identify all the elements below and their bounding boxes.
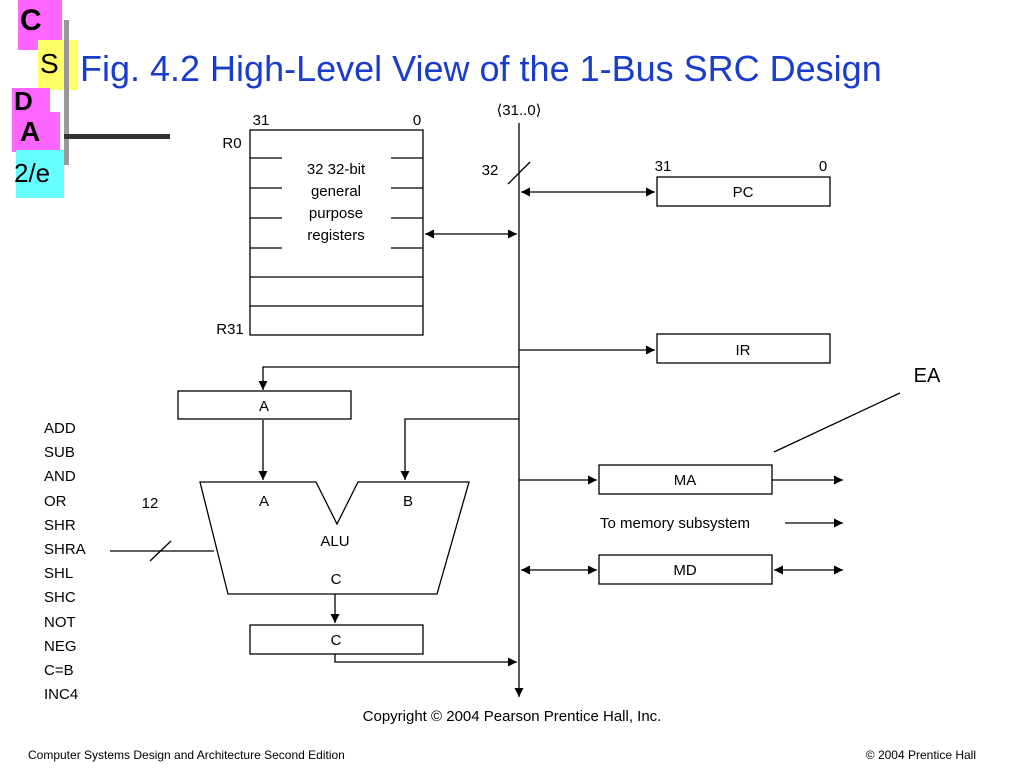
- a-register-box: [177, 390, 352, 420]
- logo-letter-s: S: [40, 48, 59, 79]
- register-file-box: [249, 129, 424, 336]
- pc-lsb-label: 0: [819, 158, 827, 175]
- alu-shape: [199, 481, 470, 595]
- a-register-label: A: [259, 398, 269, 415]
- memory-subsystem-label: To memory subsystem: [600, 515, 750, 532]
- bus-width-slash: [507, 161, 531, 185]
- alu-op: SHR: [44, 516, 76, 534]
- pc-register-box: [656, 176, 831, 207]
- alu-op: C=B: [44, 662, 74, 680]
- alu-op: SUB: [44, 444, 75, 462]
- copyright-label: Copyright © 2004 Pearson Prentice Hall, …: [363, 708, 662, 725]
- ea-label: EA: [914, 365, 941, 387]
- bus-label: ⟨31..0⟩: [496, 102, 541, 119]
- alu-operations-list: ADD SUB AND OR SHR SHRA SHL SHC NOT NEG …: [44, 417, 86, 707]
- regfile-text-line: purpose: [309, 205, 363, 222]
- alu-op: INC4: [44, 686, 79, 704]
- regfile-text-line: registers: [307, 227, 365, 244]
- alu-op: NOT: [44, 613, 76, 631]
- logo-block-a: [12, 112, 60, 152]
- alu-op: OR: [44, 492, 67, 510]
- alu-op: SHRA: [44, 541, 86, 559]
- ir-register-box: [656, 333, 831, 364]
- logo-block-s: [38, 40, 78, 90]
- control-width-slash: [149, 540, 172, 562]
- alu-output-c-label: C: [331, 571, 342, 588]
- logo-horizontal-bar: [64, 134, 170, 139]
- c-register-label: C: [331, 632, 342, 649]
- alu-op: SHL: [44, 565, 74, 583]
- csda-logo: C S D A 2/e: [0, 0, 180, 205]
- logo-letter-d: D: [14, 86, 33, 116]
- c-to-bus-path: [334, 654, 517, 667]
- footer-copyright: © 2004 Prentice Hall: [865, 748, 976, 762]
- regfile-r0-label: R0: [222, 135, 241, 152]
- logo-letter-c: C: [20, 4, 42, 37]
- regfile-r31-label: R31: [216, 321, 244, 338]
- regfile-lsb-label: 0: [413, 112, 421, 129]
- logo-edition: 2/e: [14, 158, 51, 188]
- footer-book-title: Computer Systems Design and Architecture…: [28, 748, 345, 762]
- logo-letter-a: A: [20, 116, 41, 147]
- control-width-label: 12: [142, 495, 159, 512]
- logo-block-edition: [16, 150, 64, 198]
- alu-input-b-label: B: [403, 493, 413, 510]
- regfile-text-line: 32 32-bit: [307, 161, 366, 178]
- ma-label: MA: [674, 472, 697, 489]
- bus-to-alu-b-path: [400, 418, 519, 480]
- regfile-msb-label: 31: [253, 112, 270, 129]
- pc-label: PC: [733, 184, 754, 201]
- alu-label: ALU: [320, 533, 349, 550]
- alu-input-a-label: A: [259, 493, 269, 510]
- alu-op: ADD: [44, 420, 76, 437]
- md-register-box: [598, 554, 773, 585]
- pc-msb-label: 31: [655, 158, 672, 175]
- alu-op: AND: [44, 468, 76, 486]
- md-label: MD: [673, 562, 696, 579]
- ea-pointer-line: [773, 392, 901, 453]
- bus-to-a-path: [258, 366, 519, 390]
- c-register-box: [249, 624, 424, 655]
- slide-title: Fig. 4.2 High-Level View of the 1-Bus SR…: [80, 48, 882, 89]
- ir-label: IR: [736, 342, 751, 359]
- regfile-text-line: general: [311, 183, 361, 200]
- logo-vertical-bar: [64, 20, 69, 165]
- bus-width-label: 32: [482, 162, 499, 179]
- alu-op: SHC: [44, 589, 76, 607]
- alu-op: NEG: [44, 637, 77, 655]
